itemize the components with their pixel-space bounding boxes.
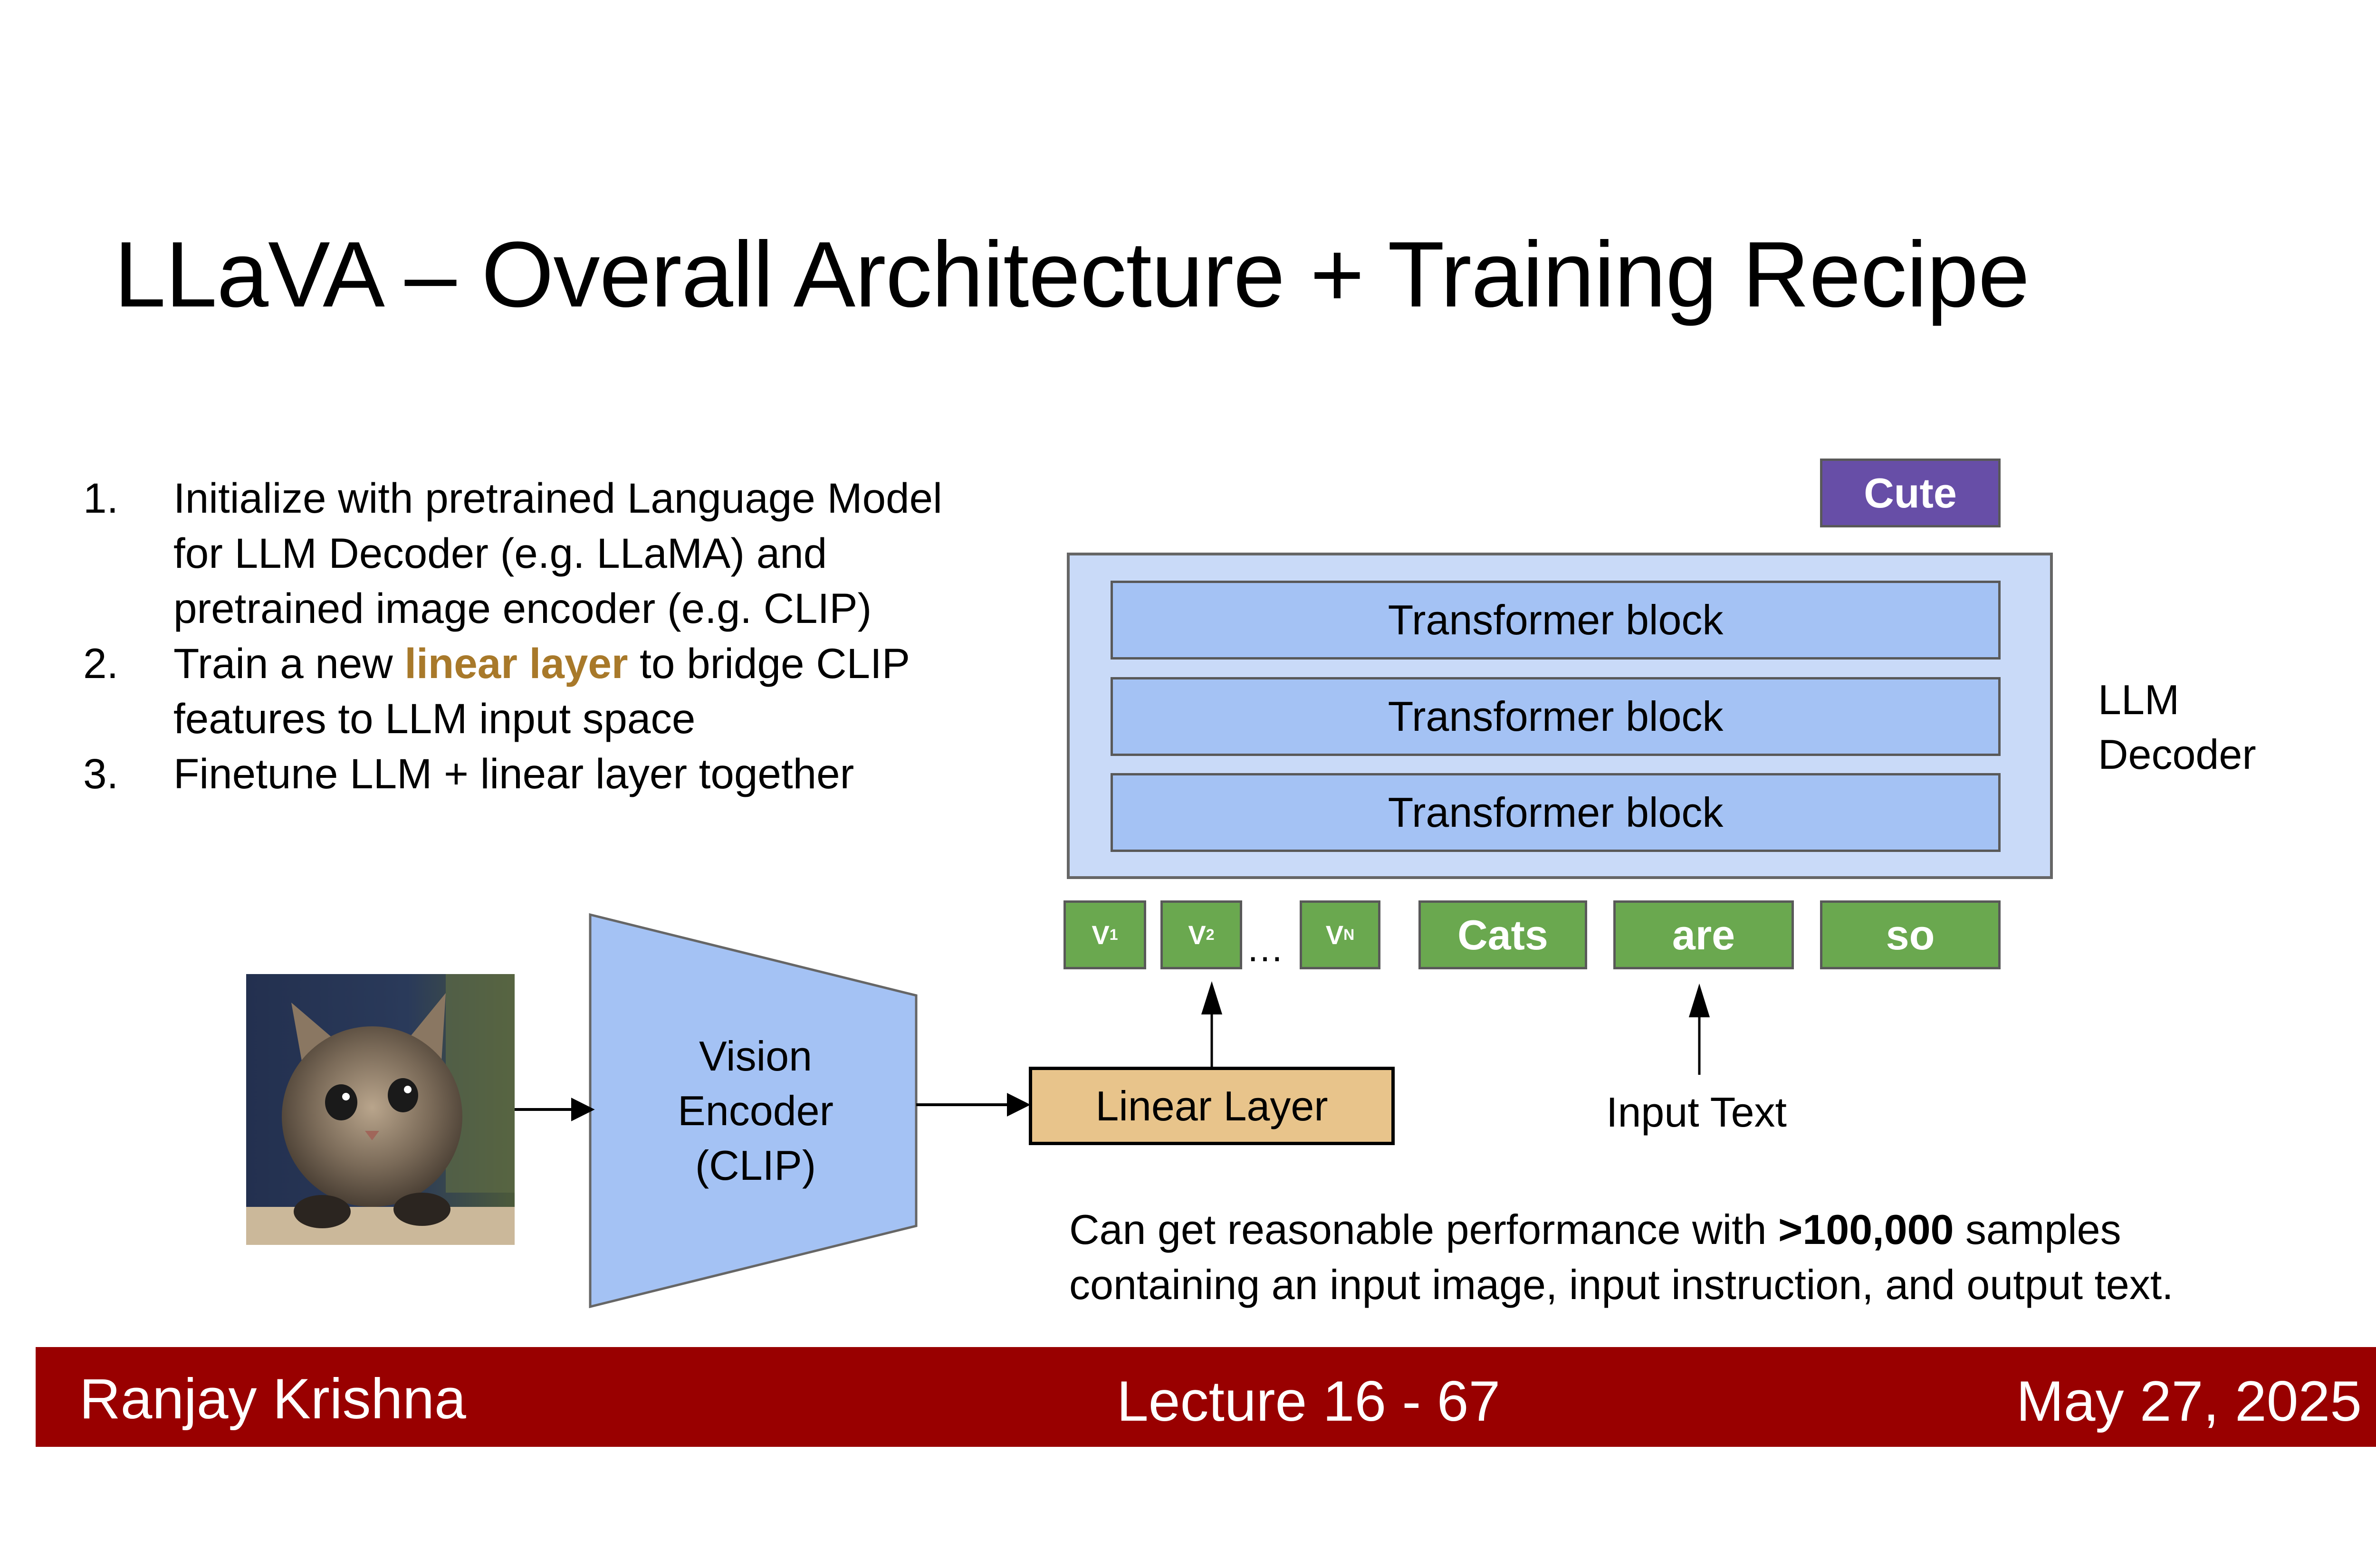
arrowhead — [1201, 981, 1223, 1014]
token-base: V — [1092, 920, 1110, 950]
token-subscript: 2 — [1206, 926, 1215, 943]
cat-eye-left — [325, 1084, 357, 1120]
step-number: 3. — [83, 750, 119, 797]
slide-title: LLaVA – Overall Architecture + Training … — [114, 222, 2030, 326]
cat-eye-right — [388, 1078, 418, 1112]
step-line: Train a new linear layer to bridge CLIP — [173, 636, 1057, 691]
text-token-so: so — [1820, 900, 2001, 969]
transformer-block-2: Transformer block — [1111, 677, 2001, 756]
cat-paw-right — [393, 1193, 450, 1226]
footer-author: Ranjay Krishna — [79, 1367, 466, 1431]
vision-encoder-shape — [589, 913, 918, 1309]
step-line: features to LLM input space — [173, 695, 696, 742]
label-line: Decoder — [2098, 731, 2256, 778]
plant-foliage — [446, 974, 515, 1193]
label-line: (CLIP) — [695, 1142, 816, 1189]
step-1: 1. Initialize with pretrained Language M… — [83, 470, 1057, 636]
footer-lecture-number: Lecture 16 - 67 — [1117, 1369, 1501, 1433]
step-2: 2. Train a new linear layer to bridge CL… — [83, 636, 1057, 746]
label-line: LLM — [2098, 676, 2180, 723]
step-text: Finetune LLM + linear layer together — [173, 746, 1057, 801]
text-token-are: are — [1613, 900, 1794, 969]
step-text-post: to bridge CLIP — [628, 640, 910, 687]
step-number: 1. — [83, 474, 119, 522]
slide-footer: Ranjay Krishna Lecture 16 - 67 May 27, 2… — [36, 1347, 2376, 1447]
step-text: Initialize with pretrained Language Mode… — [173, 470, 1057, 636]
token-ellipsis: … — [1246, 927, 1284, 969]
output-token-cute: Cute — [1820, 459, 2001, 527]
step-line: Initialize with pretrained Language Mode… — [173, 474, 942, 522]
note-line-1: Can get reasonable performance with >100… — [1069, 1202, 2174, 1257]
step-3: 3. Finetune LLM + linear layer together — [83, 746, 1057, 801]
cat-nose — [365, 1131, 379, 1140]
table-edge — [246, 1207, 515, 1245]
label-line: Vision — [699, 1033, 813, 1080]
step-text-pre: Train a new — [173, 640, 405, 687]
note-text: Can get reasonable performance with — [1069, 1206, 1778, 1253]
data-requirement-note: Can get reasonable performance with >100… — [1069, 1202, 2174, 1312]
input-image-kitten — [246, 974, 515, 1245]
note-line-2: containing an input image, input instruc… — [1069, 1261, 2174, 1308]
token-subscript: 1 — [1109, 926, 1118, 943]
step-text: Train a new linear layer to bridge CLIP … — [173, 636, 1057, 746]
cat-head — [282, 1026, 462, 1207]
note-text: samples — [1954, 1206, 2121, 1253]
token-base: V — [1325, 920, 1344, 950]
llm-decoder-label: LLM Decoder — [2098, 672, 2256, 782]
transformer-block-1: Transformer block — [1111, 581, 2001, 660]
eye-highlight — [342, 1093, 350, 1100]
transformer-block-3: Transformer block — [1111, 773, 2001, 852]
vision-encoder-label: Vision Encoder (CLIP) — [613, 1029, 898, 1193]
highlight-linear-layer: linear layer — [404, 640, 628, 687]
step-line: pretrained image encoder (e.g. CLIP) — [173, 584, 872, 632]
training-steps-list: 1. Initialize with pretrained Language M… — [83, 470, 1057, 801]
eye-highlight — [404, 1086, 412, 1093]
footer-date: May 27, 2025 — [2016, 1369, 2362, 1433]
input-text-label: Input Text — [1606, 1089, 1787, 1136]
sample-count: >100,000 — [1778, 1206, 1954, 1253]
label-line: Encoder — [678, 1087, 834, 1134]
step-line: for LLM Decoder (e.g. LLaMA) and — [173, 529, 827, 577]
linear-layer-box: Linear Layer — [1029, 1067, 1395, 1145]
text-token-cats: Cats — [1418, 900, 1587, 969]
cat-paw-left — [294, 1195, 351, 1228]
arrowhead — [571, 1098, 595, 1121]
arrowhead — [1688, 983, 1710, 1017]
arrowhead — [1007, 1093, 1031, 1117]
token-subscript: N — [1343, 926, 1355, 943]
step-number: 2. — [83, 640, 119, 687]
token-base: V — [1188, 920, 1206, 950]
step-line: Finetune LLM + linear layer together — [173, 750, 854, 797]
